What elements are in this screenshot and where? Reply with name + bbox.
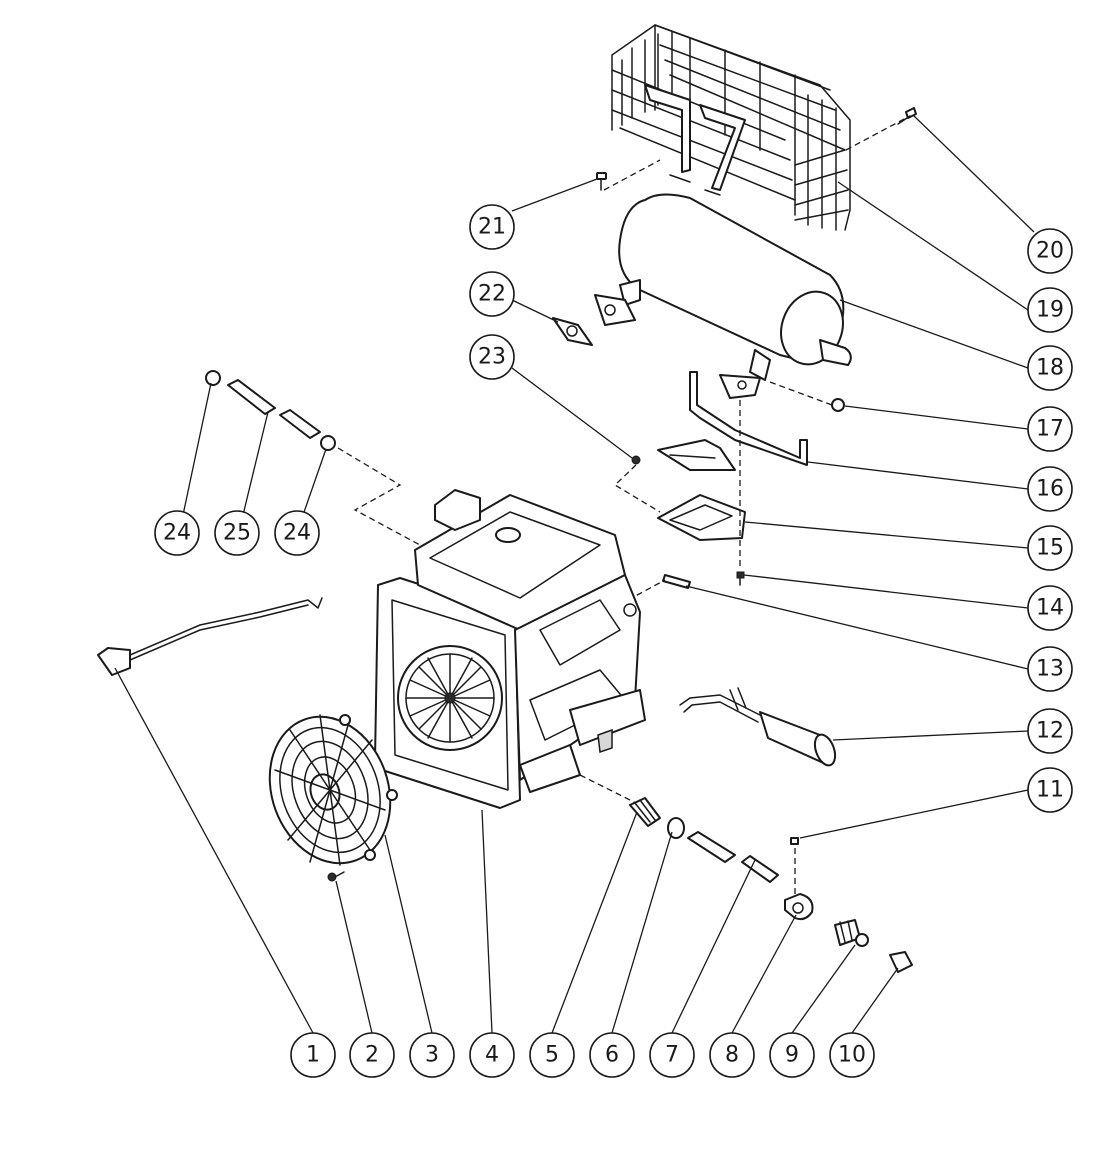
svg-text:25: 25 [223, 521, 251, 546]
fuel-line-filter [679, 687, 837, 767]
callout-24-right: 24 [274, 510, 320, 556]
engine [374, 489, 646, 809]
svg-text:7: 7 [665, 1043, 679, 1068]
callout-6: 6 [589, 1032, 635, 1078]
hose-7 [687, 831, 779, 883]
callout-15: 15 [1027, 525, 1073, 571]
muffler-guard [611, 24, 851, 231]
svg-text:17: 17 [1036, 417, 1064, 442]
stud-13 [627, 574, 691, 601]
svg-text:20: 20 [1036, 239, 1064, 264]
svg-text:12: 12 [1036, 719, 1064, 744]
callout-7: 7 [649, 1032, 695, 1078]
svg-text:2: 2 [365, 1043, 379, 1068]
gasket [552, 317, 593, 346]
callout-20: 20 [1027, 228, 1073, 274]
callout-12: 12 [1027, 708, 1073, 754]
svg-text:6: 6 [605, 1043, 619, 1068]
fan-guard [268, 714, 398, 866]
svg-text:13: 13 [1036, 657, 1064, 682]
screw-23 [613, 455, 661, 513]
leader-lines [114, 114, 1035, 1034]
svg-text:3: 3 [425, 1043, 439, 1068]
svg-text:15: 15 [1036, 536, 1064, 561]
svg-text:24: 24 [283, 521, 311, 546]
callout-14: 14 [1027, 585, 1073, 631]
svg-text:5: 5 [545, 1043, 559, 1068]
callout-11: 11 [1027, 767, 1073, 813]
screw-20 [897, 107, 917, 125]
muffler-bracket [657, 371, 808, 471]
screw-11 [790, 837, 799, 898]
callout-13: 13 [1027, 646, 1073, 692]
callout-16: 16 [1027, 466, 1073, 512]
callout-2: 2 [349, 1032, 395, 1078]
screw-21 [596, 172, 607, 191]
callout-25: 25 [214, 510, 260, 556]
callout-10: 10 [829, 1032, 875, 1078]
svg-text:1: 1 [306, 1043, 320, 1068]
svg-text:23: 23 [478, 345, 506, 370]
svg-text:14: 14 [1036, 596, 1064, 621]
hose-assembly-top [205, 370, 421, 546]
svg-text:16: 16 [1036, 477, 1064, 502]
svg-text:19: 19 [1036, 298, 1064, 323]
fitting-5 [629, 797, 661, 827]
svg-text:9: 9 [785, 1043, 799, 1068]
callout-5: 5 [529, 1032, 575, 1078]
callout-22: 22 [469, 271, 515, 317]
callout-17: 17 [1027, 406, 1073, 452]
callout-8: 8 [709, 1032, 755, 1078]
svg-text:18: 18 [1036, 356, 1064, 381]
callout-9: 9 [769, 1032, 815, 1078]
callout-4: 4 [469, 1032, 515, 1078]
callout-3: 3 [409, 1032, 455, 1078]
svg-text:11: 11 [1036, 778, 1064, 803]
muffler [594, 193, 852, 399]
svg-text:22: 22 [478, 282, 506, 307]
callout-19: 19 [1027, 287, 1073, 333]
svg-text:24: 24 [163, 521, 191, 546]
mounting-plate [657, 494, 746, 541]
screw-14 [736, 400, 745, 586]
clamp-6 [667, 817, 685, 839]
callout-24-left: 24 [154, 510, 200, 556]
callout-21: 21 [469, 204, 515, 250]
dipstick [97, 597, 323, 676]
svg-text:4: 4 [485, 1043, 499, 1068]
svg-text:8: 8 [725, 1043, 739, 1068]
svg-text:10: 10 [838, 1043, 866, 1068]
svg-text:21: 21 [478, 215, 506, 240]
nut-17 [769, 381, 845, 412]
callout-1: 1 [290, 1032, 336, 1078]
callout-18: 18 [1027, 345, 1073, 391]
fitting-9 [834, 919, 869, 947]
p-clip [784, 893, 814, 921]
plug-10 [889, 951, 913, 973]
screw-2 [327, 871, 345, 882]
callout-23: 23 [469, 334, 515, 380]
